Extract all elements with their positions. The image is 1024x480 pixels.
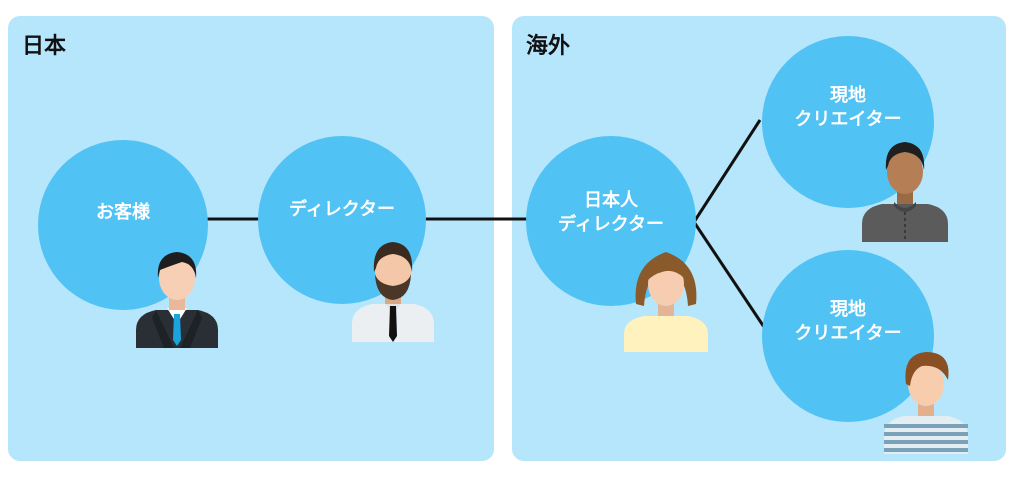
woman-director-avatar-icon xyxy=(624,252,708,352)
bearded-director-avatar-icon xyxy=(352,242,434,342)
jp-director-label: 日本人 ディレクター xyxy=(557,190,665,235)
connector-jp-director-creator-bottom xyxy=(692,221,768,331)
creator-bottom-node: 現地 クリエイター xyxy=(762,250,934,422)
creator-striped-man-avatar-icon xyxy=(884,352,968,454)
director-label: ディレクター xyxy=(288,199,396,220)
connector-jp-director-creator-top xyxy=(692,119,762,223)
creator-man-avatar-icon xyxy=(862,142,948,242)
customer-label: お客様 xyxy=(96,202,150,223)
japan-region-title: 日本 xyxy=(22,34,67,59)
creator-bottom-label: 現地 クリエイター xyxy=(794,299,902,344)
overseas-region-title: 海外 xyxy=(526,34,571,59)
creator-top-label: 現地 クリエイター xyxy=(794,85,902,130)
businessman-avatar-icon xyxy=(136,252,218,348)
